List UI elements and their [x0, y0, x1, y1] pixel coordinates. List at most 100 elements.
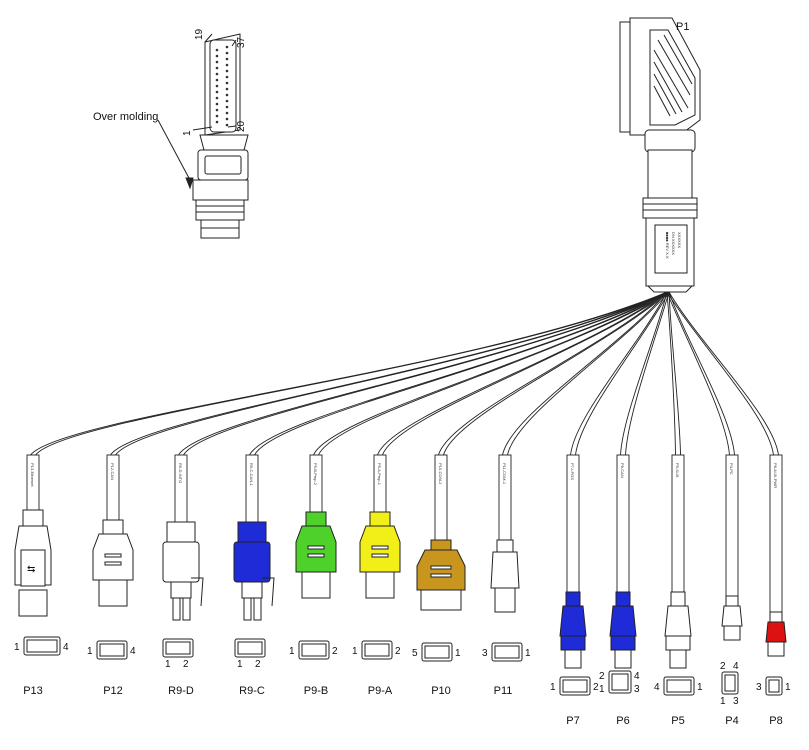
- connector-body-p7: [559, 591, 587, 669]
- connector-title-p6: P6: [616, 715, 629, 727]
- pin-right-p9a: 2: [395, 646, 401, 657]
- connector-title-r9d: R9-D: [168, 685, 194, 697]
- cable-p10: [443, 291, 670, 456]
- pin-left-top-p6: 2: [599, 671, 605, 682]
- p1-label: P1: [676, 21, 689, 33]
- pin-20-label: 20: [236, 120, 247, 132]
- cable-p5: [668, 291, 681, 456]
- svg-text:⇆: ⇆: [27, 564, 35, 575]
- connector-title-p9a: P9-A: [368, 685, 393, 697]
- cable-p11: [507, 291, 670, 456]
- pin-19-label: 19: [194, 28, 205, 40]
- p1-id-label: ■■■■ REV X.X DN XXXXXX XXXXXX: [665, 232, 682, 259]
- connector-body-p13: ⇆: [14, 509, 52, 617]
- sleeve-label-p11: P11-COM-1: [502, 463, 507, 485]
- connector-title-r9c: R9-C: [239, 685, 265, 697]
- cable-r9d: [178, 291, 668, 456]
- pin-top-left-p4: 2: [720, 661, 726, 672]
- connector-body-p5: [664, 591, 692, 669]
- cable-r9c: [249, 291, 668, 456]
- pin-left-bottom-p6: 1: [599, 684, 605, 695]
- connector-title-p10: P10: [431, 685, 451, 697]
- sleeve-label-r9c: R9-C-CAN-1: [249, 463, 254, 486]
- cable-p9b: [318, 291, 670, 456]
- connector-title-p9b: P9-B: [304, 685, 328, 697]
- pin-right-bottom-p6: 3: [634, 684, 640, 695]
- pin-left-p9a: 1: [352, 646, 358, 657]
- connector-body-r9d: [162, 521, 204, 621]
- pin-right-p5: 1: [697, 682, 703, 693]
- connector-title-p4: P4: [725, 715, 738, 727]
- pin-bottom-right-r9d: 2: [183, 659, 189, 670]
- sleeve-label-p5: P5-SUS: [675, 463, 680, 478]
- db37-connector-detail: [157, 33, 249, 239]
- svg-text:■■■■ REV X.X: ■■■■ REV X.X: [665, 232, 670, 259]
- connector-title-p8: P8: [769, 715, 782, 727]
- cable-p11: [502, 291, 668, 456]
- cable-p5: [666, 291, 676, 456]
- connector-body-p11: [490, 539, 520, 613]
- cable-p7: [570, 291, 668, 456]
- connector-body-r9c: [233, 521, 275, 621]
- cable-p8: [666, 291, 774, 456]
- sleeve-p4: [725, 454, 739, 597]
- sleeve-label-r9d: R9-D-INTG: [178, 463, 183, 483]
- cable-p6: [625, 291, 670, 456]
- sleeve-label-p7: P7-LPGS: [570, 463, 575, 480]
- connector-title-p11: P11: [494, 685, 513, 697]
- pin-left-p8: 3: [756, 682, 762, 693]
- pin-right-p9b: 2: [332, 646, 338, 657]
- pin-right-p11: 1: [525, 648, 531, 659]
- cable-p7: [575, 291, 670, 456]
- sleeve-label-p9b: P9-B-Pmp-2: [313, 463, 318, 486]
- pin-1-label: 1: [182, 130, 193, 136]
- connector-title-p12: P12: [103, 685, 123, 697]
- db37-pin-field: [215, 45, 229, 127]
- sleeve-label-p9a: P9-A-Pmp-1: [377, 463, 382, 486]
- pin-right-p13: 4: [63, 642, 69, 653]
- connector-title-p13: P13: [23, 685, 43, 697]
- cable-p10: [438, 291, 668, 456]
- p1-main-connector: [619, 17, 701, 293]
- cable-p9a: [377, 291, 668, 456]
- connector-title-p7: P7: [566, 715, 579, 727]
- cable-p13: [30, 291, 668, 456]
- connector-body-p10: [416, 539, 466, 611]
- cable-p6: [620, 291, 668, 456]
- sleeve-label-p12: P12-CAN: [110, 463, 115, 480]
- cable-p13: [35, 291, 670, 456]
- sleeve-label-p10: P10-COM-2: [438, 463, 443, 485]
- pin-right-p10: 1: [455, 648, 461, 659]
- pin-left-p11: 3: [482, 648, 488, 659]
- sleeve-label-p8: P8-AUX-PWR: [773, 463, 778, 488]
- connector-body-p4: [721, 595, 743, 641]
- cable-p4: [666, 291, 730, 456]
- cable-p4: [668, 291, 735, 456]
- pin-bottom-left-r9c: 1: [237, 659, 243, 670]
- cable-r9d: [183, 291, 670, 456]
- sleeve-label-p13: P13-Ethernet: [30, 463, 35, 487]
- pin-left-p5: 4: [654, 682, 660, 693]
- pin-bottom-left-p4: 1: [720, 696, 726, 707]
- cable-p8: [668, 291, 779, 456]
- connector-body-p12: [92, 519, 134, 607]
- cable-p9a: [382, 291, 670, 456]
- connector-body-p9a: [359, 511, 401, 599]
- cable-p12: [115, 291, 670, 456]
- sleeve-label-p4: P4-PC: [729, 463, 734, 475]
- pin-right-p12: 4: [130, 646, 136, 657]
- over-molding-label: Over molding: [93, 111, 158, 123]
